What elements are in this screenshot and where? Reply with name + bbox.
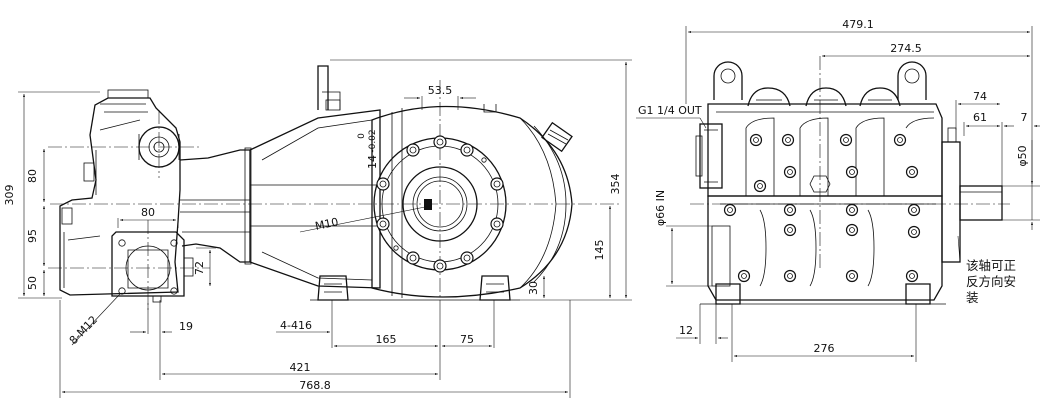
dim-165: 165 [376,333,397,346]
valve-caps [747,87,901,107]
dim-421: 421 [290,361,311,374]
dim-75: 75 [460,333,474,346]
outlet-port-side [695,123,723,189]
dim-479-1: 479.1 [842,18,874,31]
dim-74: 74 [973,90,987,103]
dim-95: 95 [26,229,39,243]
label-outlet: G1 1/4 OUT [638,104,702,117]
discharge-manifold [707,103,943,197]
lifting-eyes [713,61,927,100]
plunger-tubes [179,147,252,265]
note-shaft-line3: 装 [966,290,979,305]
dim-50: 50 [26,276,39,290]
dim-overall-length: 768.8 [299,379,331,392]
dim-shaft-tol-lower: -0.02 [368,129,378,152]
bearing-flange [373,135,507,273]
dim-12: 12 [679,324,693,337]
dim-309: 309 [3,185,16,206]
dim-145: 145 [593,240,606,261]
mounting-feet [310,275,520,301]
label-thread-m10: M10 [314,215,340,233]
dim-80-horizontal: 80 [141,206,155,219]
crankcase-end [371,104,573,298]
dim-shaft-diameter-50: φ50 [1016,145,1029,166]
note-shaft-line1: 该轴可正 [966,258,1016,273]
dim-7: 7 [1021,111,1028,124]
outlet-port [138,126,180,168]
side-view: 479.1 274.5 74 61 7 φ50 φ66 IN G1 1/4 OU… [636,18,1040,362]
breather-cap [541,121,573,153]
crankcase-body [249,65,381,289]
dim-80-vertical: 80 [26,169,39,183]
dim-30: 30 [527,281,540,295]
dim-shaft-tol-value: 14 [366,155,379,169]
front-dimensions: 768.8 421 165 75 19 80 53.5 309 80 95 50… [3,59,632,398]
label-holes-4-416: 4-416 [280,319,312,332]
dim-274-5: 274.5 [890,42,922,55]
dim-72: 72 [193,261,206,275]
label-holes-8-m12: 8-M12 [67,313,100,347]
front-view: 768.8 421 165 75 19 80 53.5 309 80 95 50… [3,59,632,398]
note-shaft-line2: 反方向安 [966,274,1016,289]
dim-inlet-dia-66: φ66 IN [654,190,667,226]
dim-shaft-tol-upper: 0 [357,133,367,139]
dim-61: 61 [973,111,987,124]
inlet-flange [111,231,194,303]
manifold-block [59,89,181,296]
side-bolts [723,133,921,283]
dim-19: 19 [179,320,193,333]
side-dimensions: 479.1 274.5 74 61 7 φ50 φ66 IN G1 1/4 OU… [636,18,1040,362]
drive-shaft [941,127,1003,263]
dim-276: 276 [814,342,835,355]
side-feet [700,283,946,305]
dim-53-5: 53.5 [428,84,453,97]
dim-354: 354 [609,174,622,195]
